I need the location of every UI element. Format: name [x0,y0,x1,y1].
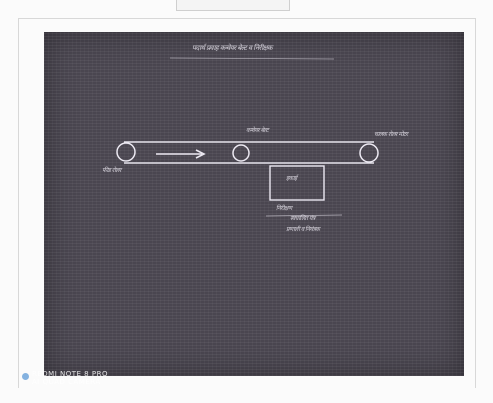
label-under-box-3: प्रणाली व नियंत्रक [286,226,320,233]
camera-watermark-icon [22,373,29,380]
inspection-box [269,165,325,201]
middle-roller [232,144,250,162]
watermark-line-1: REDMI NOTE 8 PRO [32,370,108,378]
camera-watermark: REDMI NOTE 8 PRO AI QUAD CAMERA [32,370,108,386]
frame-top-line [18,18,475,19]
right-roller [359,143,379,163]
label-conveyor-belt: कन्वेयर बेल्ट [246,127,269,134]
top-tab [176,0,290,11]
box-label-underline [265,214,343,217]
left-roller [116,142,136,162]
photographed-screen: पदार्थ प्रवाह कन्वेयर बेल्ट व निरीक्षक क… [44,32,464,376]
watermark-line-2: AI QUAD CAMERA [32,378,101,386]
frame-left-line [18,18,19,388]
label-feed-roller: फीड रोलर [102,167,121,174]
label-under-box-2: स्वचालित यंत्र [290,215,315,222]
label-under-box-1: निरीक्षण [276,205,292,212]
diagram-title: पदार्थ प्रवाह कन्वेयर बेल्ट व निरीक्षक [192,44,273,52]
label-drive-roller: चालक रोलर मोटर [374,131,408,138]
flow-arrow-head [195,149,206,159]
frame-right-line [475,18,476,388]
label-box-unit: इकाई [286,175,297,182]
conveyor-diagram [116,57,379,217]
title-underline [169,57,335,60]
